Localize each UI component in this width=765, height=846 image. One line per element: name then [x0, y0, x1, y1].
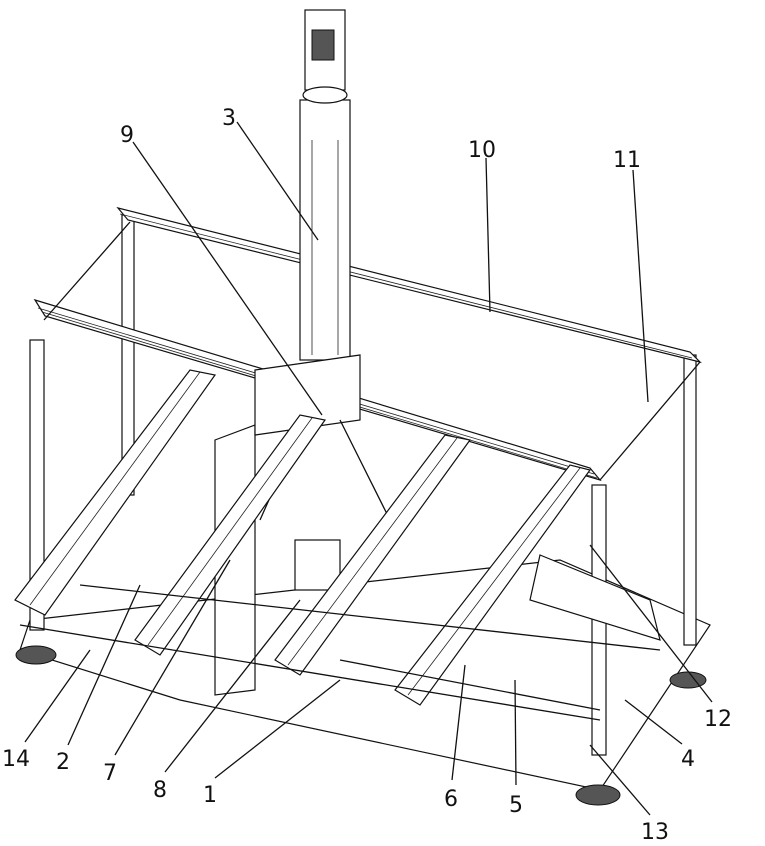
- label-14: 14: [2, 747, 30, 772]
- label-5: 5: [509, 793, 523, 818]
- conveyor-modules: [14, 369, 661, 721]
- top-rails: [33, 206, 702, 482]
- label-10: 10: [468, 138, 496, 163]
- label-7: 7: [103, 761, 117, 786]
- label-1: 1: [203, 783, 217, 808]
- label-8: 8: [153, 778, 167, 803]
- label-6: 6: [444, 787, 458, 812]
- label-4: 4: [681, 747, 695, 772]
- label-11: 11: [613, 148, 641, 173]
- vertical-column: [299, 9, 351, 361]
- label-9: 9: [120, 123, 134, 148]
- leader-lines: [24, 121, 713, 816]
- label-3: 3: [222, 106, 236, 131]
- label-12: 12: [704, 707, 732, 732]
- label-2: 2: [56, 750, 70, 775]
- label-13: 13: [641, 820, 669, 845]
